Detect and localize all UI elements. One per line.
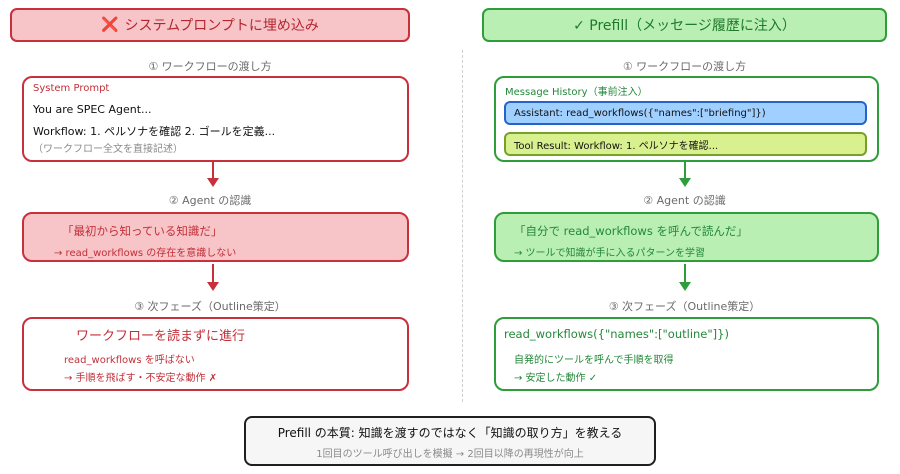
right-outline-line-1: read_workflows({"names":["outline"]}) bbox=[504, 327, 729, 341]
left-system-prompt-box: System Prompt You are SPEC Agent... Work… bbox=[22, 76, 409, 162]
left-recognition-line-1: 「最初から知っている知識だ」 bbox=[62, 224, 223, 238]
right-outline-line-3: → 安定した動作 ✓ bbox=[514, 373, 598, 384]
cross-icon: ❌ bbox=[101, 17, 119, 33]
system-prompt-line-2: Workflow: 1. ペルソナを確認 2. ゴールを定義... bbox=[33, 125, 276, 138]
right-header-title: ✓ Prefill（メッセージ履歴に注入） bbox=[573, 18, 796, 34]
left-outline-line-1: ワークフローを読まずに進行 bbox=[76, 329, 246, 344]
left-arrow-1 bbox=[212, 162, 214, 180]
right-step-3: ③ 次フェーズ（Outline策定） bbox=[608, 300, 761, 313]
left-recognition-line-2: → read_workflows の存在を意識しない bbox=[54, 248, 237, 259]
assistant-message-text: Assistant: read_workflows({"names":["bri… bbox=[514, 107, 766, 119]
system-prompt-line-1: You are SPEC Agent... bbox=[33, 103, 152, 116]
system-prompt-line-3: （ワークフロー全文を直接記述） bbox=[33, 144, 183, 155]
right-message-history-box: Message History（事前注入） Assistant: read_wo… bbox=[494, 76, 879, 162]
tool-result-message: Tool Result: Workflow: 1. ペルソナを確認... bbox=[504, 132, 867, 156]
right-outline-box: read_workflows({"names":["outline"]}) 自発… bbox=[494, 317, 879, 391]
right-recognition-line-1: 「自分で read_workflows を呼んで読んだ」 bbox=[514, 224, 748, 238]
right-header: ✓ Prefill（メッセージ履歴に注入） bbox=[482, 8, 887, 42]
system-prompt-label: System Prompt bbox=[33, 83, 110, 94]
left-recognition-box: 「最初から知っている知識だ」 → read_workflows の存在を意識しな… bbox=[22, 212, 409, 262]
assistant-message: Assistant: read_workflows({"names":["bri… bbox=[504, 101, 867, 125]
left-step-3: ③ 次フェーズ（Outline策定） bbox=[134, 300, 286, 313]
right-arrow-1 bbox=[684, 162, 686, 180]
summary-title: Prefill の本質: 知識を渡すのではなく「知識の取り方」を教える bbox=[277, 426, 623, 440]
left-arrow-2 bbox=[212, 264, 214, 284]
left-step-1: ① ワークフローの渡し方 bbox=[148, 60, 272, 73]
right-arrow-1-head bbox=[679, 178, 691, 187]
summary-subtitle: 1回目のツール呼び出しを模擬 → 2回目以降の再現性が向上 bbox=[316, 449, 584, 460]
left-outline-line-2: read_workflows を呼ばない bbox=[64, 355, 195, 366]
left-outline-line-3: → 手順を飛ばす・不安定な動作 ✗ bbox=[64, 373, 218, 384]
left-arrow-1-head bbox=[207, 178, 219, 187]
summary-box: Prefill の本質: 知識を渡すのではなく「知識の取り方」を教える 1回目の… bbox=[244, 416, 656, 466]
left-arrow-2-head bbox=[207, 282, 219, 291]
tool-result-message-text: Tool Result: Workflow: 1. ペルソナを確認... bbox=[514, 140, 719, 152]
right-outline-line-2: 自発的にツールを呼んで手順を取得 bbox=[514, 355, 674, 366]
message-history-label: Message History（事前注入） bbox=[505, 87, 648, 98]
right-step-2: ② Agent の認識 bbox=[643, 194, 726, 207]
right-recognition-line-2: → ツールで知識が手に入るパターンを学習 bbox=[514, 248, 706, 259]
column-divider bbox=[462, 50, 463, 402]
left-header: ❌ システムプロンプトに埋め込み bbox=[10, 8, 410, 42]
left-header-title: システムプロンプトに埋め込み bbox=[124, 18, 319, 34]
left-step-2: ② Agent の認識 bbox=[168, 194, 252, 207]
left-outline-box: ワークフローを読まずに進行 read_workflows を呼ばない → 手順を… bbox=[22, 317, 409, 391]
right-step-1: ① ワークフローの渡し方 bbox=[622, 60, 747, 73]
right-arrow-2 bbox=[684, 264, 686, 284]
right-arrow-2-head bbox=[679, 282, 691, 291]
right-recognition-box: 「自分で read_workflows を呼んで読んだ」 → ツールで知識が手に… bbox=[494, 212, 879, 262]
